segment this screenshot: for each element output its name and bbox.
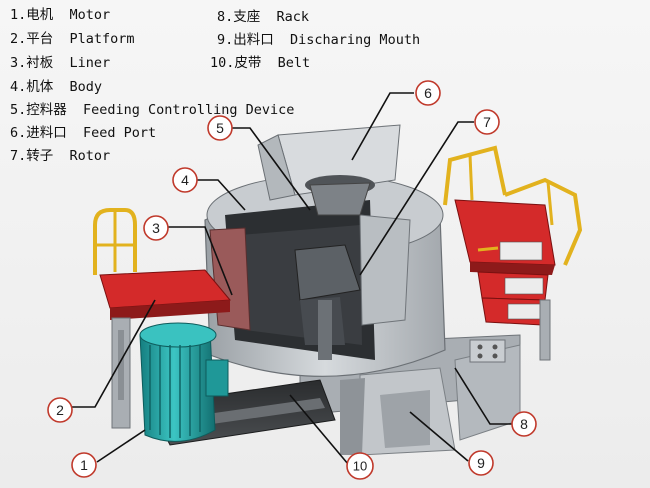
legend-item-rotor: 7.转子 Rotor xyxy=(10,148,110,164)
legend-cn: 转子 xyxy=(26,148,54,164)
legend-item-feeding-controlling-device: 5.控料器 Feeding Controlling Device xyxy=(10,102,294,118)
legend-num: 4. xyxy=(10,79,27,95)
legend-item-discharing-mouth: 9.出料口 Discharing Mouth xyxy=(217,32,420,48)
legend-en: Rack xyxy=(276,9,310,25)
legend-en: Discharing Mouth xyxy=(290,32,421,48)
legend-en: Feeding Controlling Device xyxy=(83,102,295,118)
legend-item-feed-port: 6.进料口 Feed Port xyxy=(10,125,156,141)
legend-item-motor: 1.电机 Motor xyxy=(10,7,110,23)
callout-label-1: 1 xyxy=(80,457,88,473)
callout-label-2: 2 xyxy=(56,402,64,418)
legend-en: Rotor xyxy=(69,148,111,164)
legend-num: 10. xyxy=(210,55,235,71)
callout-ring-4 xyxy=(172,167,198,193)
legend-cn: 皮带 xyxy=(234,55,262,71)
callout-ring-2 xyxy=(47,397,73,423)
callout-label-4: 4 xyxy=(181,172,189,188)
legend-num: 2. xyxy=(10,31,27,47)
legend-num: 1. xyxy=(10,7,27,23)
callout-ring-8 xyxy=(511,411,537,437)
legend-item-body: 4.机体 Body xyxy=(10,79,102,95)
callout-ring-6 xyxy=(415,80,441,106)
leader-lines xyxy=(71,92,512,465)
legend-cn: 控料器 xyxy=(26,102,67,118)
legend-cn: 平台 xyxy=(26,31,54,47)
callout-ring-7 xyxy=(474,109,500,135)
legend-en: Body xyxy=(69,79,103,95)
legend-num: 7. xyxy=(10,148,27,164)
legend-en: Platform xyxy=(69,31,135,47)
legend-cn: 机体 xyxy=(26,79,54,95)
legend-cn: 电机 xyxy=(26,7,54,23)
legend-item-platform: 2.平台 Platform xyxy=(10,31,135,47)
callout-ring-9 xyxy=(468,450,494,476)
callout-label-9: 9 xyxy=(477,455,485,471)
callout-rings xyxy=(47,80,537,480)
legend-num: 3. xyxy=(10,55,27,71)
callout-ring-5 xyxy=(207,115,233,141)
legend-en: Belt xyxy=(277,55,311,71)
legend-num: 5. xyxy=(10,102,27,118)
platform-left xyxy=(93,208,232,429)
callout-ring-10 xyxy=(346,452,374,480)
legend-cn: 出料口 xyxy=(233,32,274,48)
motor xyxy=(139,322,229,442)
legend-cn: 进料口 xyxy=(26,125,67,141)
callout-labels: 1 2 3 4 5 6 7 8 9 10 xyxy=(56,85,528,474)
callout-ring-1 xyxy=(71,452,97,478)
legend-en: Feed Port xyxy=(83,125,157,141)
legend-en: Motor xyxy=(69,7,111,23)
platform-right xyxy=(443,145,583,361)
callout-label-3: 3 xyxy=(152,220,160,236)
legend-item-rack: 8.支座 Rack xyxy=(217,9,309,25)
legend-num: 9. xyxy=(217,32,234,48)
legend-en: Liner xyxy=(69,55,111,71)
legend-cn: 衬板 xyxy=(26,55,54,71)
callout-label-7: 7 xyxy=(483,114,491,130)
legend-num: 6. xyxy=(10,125,27,141)
callout-label-10: 10 xyxy=(353,459,367,474)
callout-label-5: 5 xyxy=(216,120,224,136)
callout-label-8: 8 xyxy=(520,416,528,432)
callout-ring-3 xyxy=(143,215,169,241)
parts-legend: 1.电机 Motor 2.平台 Platform 3.衬板 Liner 4.机体… xyxy=(0,0,650,170)
legend-item-liner: 3.衬板 Liner xyxy=(10,55,110,71)
legend-cn: 支座 xyxy=(233,9,261,25)
callout-label-6: 6 xyxy=(424,85,432,101)
legend-item-belt: 10.皮带 Belt xyxy=(210,55,310,71)
legend-num: 8. xyxy=(217,9,234,25)
